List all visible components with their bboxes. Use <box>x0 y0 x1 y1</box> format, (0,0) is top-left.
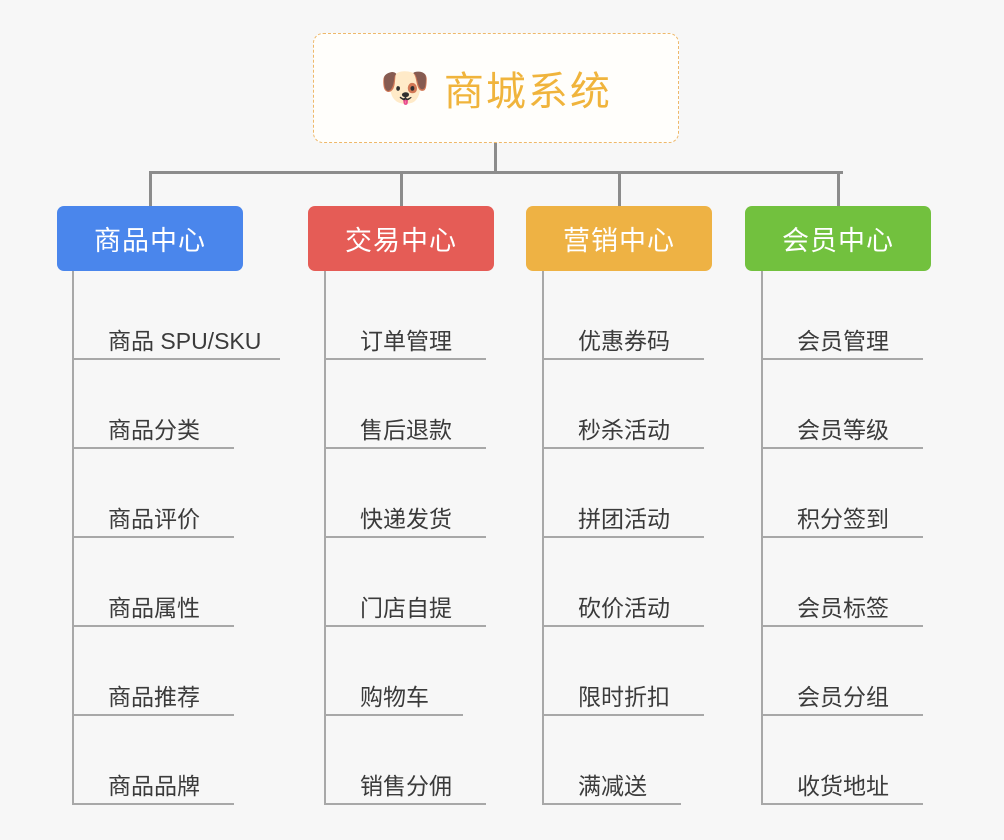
leaf-item[interactable]: 购物车 <box>326 627 463 716</box>
leaf-spine-member-center <box>761 271 763 805</box>
leaf-item-label: 商品推荐 <box>108 683 200 710</box>
leaf-item-label: 拼团活动 <box>578 505 670 532</box>
leaf-item[interactable]: 商品分类 <box>74 360 234 449</box>
leaf-item[interactable]: 商品 SPU/SKU <box>74 271 280 360</box>
leaf-item-label: 门店自提 <box>360 594 452 621</box>
leaf-item-label: 商品品牌 <box>108 772 200 799</box>
root-node-title: 商城系统 <box>443 70 612 114</box>
connector-drop-product-center <box>149 171 152 206</box>
leaf-item[interactable]: 限时折扣 <box>544 627 704 716</box>
leaf-item[interactable]: 会员等级 <box>763 360 923 449</box>
leaf-item-label: 商品 SPU/SKU <box>108 327 262 354</box>
category-box-trade-center[interactable]: 交易中心 <box>308 206 494 271</box>
leaf-item[interactable]: 销售分佣 <box>326 716 486 805</box>
leaf-item[interactable]: 会员管理 <box>763 271 923 360</box>
leaf-item[interactable]: 商品推荐 <box>74 627 234 716</box>
leaf-item-label: 限时折扣 <box>578 683 670 710</box>
leaf-item[interactable]: 订单管理 <box>326 271 486 360</box>
connector-drop-member-center <box>837 171 840 206</box>
leaf-item[interactable]: 拼团活动 <box>544 449 704 538</box>
leaf-spine-marketing-center <box>542 271 544 805</box>
leaf-item-label: 订单管理 <box>360 327 452 354</box>
leaf-item-label: 会员等级 <box>797 416 889 443</box>
leaf-item[interactable]: 会员分组 <box>763 627 923 716</box>
leaf-item[interactable]: 商品属性 <box>74 538 234 627</box>
leaf-item-label: 商品评价 <box>108 505 200 532</box>
leaf-item[interactable]: 会员标签 <box>763 538 923 627</box>
root-node-mall-system[interactable]: 🐶 商城系统 <box>313 33 679 143</box>
leaf-item[interactable]: 收货地址 <box>763 716 923 805</box>
shiba-dog-face-icon: 🐶 <box>380 65 430 111</box>
leaf-item-label: 购物车 <box>360 683 429 710</box>
leaf-item[interactable]: 快递发货 <box>326 449 486 538</box>
leaf-item[interactable]: 秒杀活动 <box>544 360 704 449</box>
leaf-item-label: 秒杀活动 <box>578 416 670 443</box>
leaf-item-label: 会员标签 <box>797 594 889 621</box>
connector-drop-marketing-center <box>618 171 621 206</box>
category-label: 会员中心 <box>782 226 894 256</box>
leaf-item[interactable]: 积分签到 <box>763 449 923 538</box>
category-label: 营销中心 <box>563 226 675 256</box>
leaf-item[interactable]: 砍价活动 <box>544 538 704 627</box>
leaf-item-label: 积分签到 <box>797 505 889 532</box>
leaf-item-label: 砍价活动 <box>578 594 670 621</box>
leaf-item[interactable]: 门店自提 <box>326 538 486 627</box>
leaf-item[interactable]: 售后退款 <box>326 360 486 449</box>
category-label: 交易中心 <box>345 226 457 256</box>
leaf-item-label: 商品分类 <box>108 416 200 443</box>
leaf-item[interactable]: 商品品牌 <box>74 716 234 805</box>
leaf-item-label: 售后退款 <box>360 416 452 443</box>
leaf-item-label: 会员管理 <box>797 327 889 354</box>
connector-root-stem <box>494 143 497 173</box>
leaf-spine-product-center <box>72 271 74 805</box>
leaf-item-label: 会员分组 <box>797 683 889 710</box>
leaf-item-label: 满减送 <box>578 772 647 799</box>
leaf-item-label: 快递发货 <box>360 505 452 532</box>
leaf-item-label: 优惠券码 <box>578 327 670 354</box>
category-label: 商品中心 <box>94 226 206 256</box>
connector-bus-bar <box>150 171 843 174</box>
leaf-item-label: 销售分佣 <box>360 772 452 799</box>
leaf-spine-trade-center <box>324 271 326 805</box>
leaf-item[interactable]: 优惠券码 <box>544 271 704 360</box>
leaf-item-label: 收货地址 <box>797 772 889 799</box>
category-box-marketing-center[interactable]: 营销中心 <box>526 206 712 271</box>
category-box-member-center[interactable]: 会员中心 <box>745 206 931 271</box>
category-box-product-center[interactable]: 商品中心 <box>57 206 243 271</box>
leaf-item[interactable]: 商品评价 <box>74 449 234 538</box>
connector-drop-trade-center <box>400 171 403 206</box>
leaf-item[interactable]: 满减送 <box>544 716 681 805</box>
leaf-item-label: 商品属性 <box>108 594 200 621</box>
